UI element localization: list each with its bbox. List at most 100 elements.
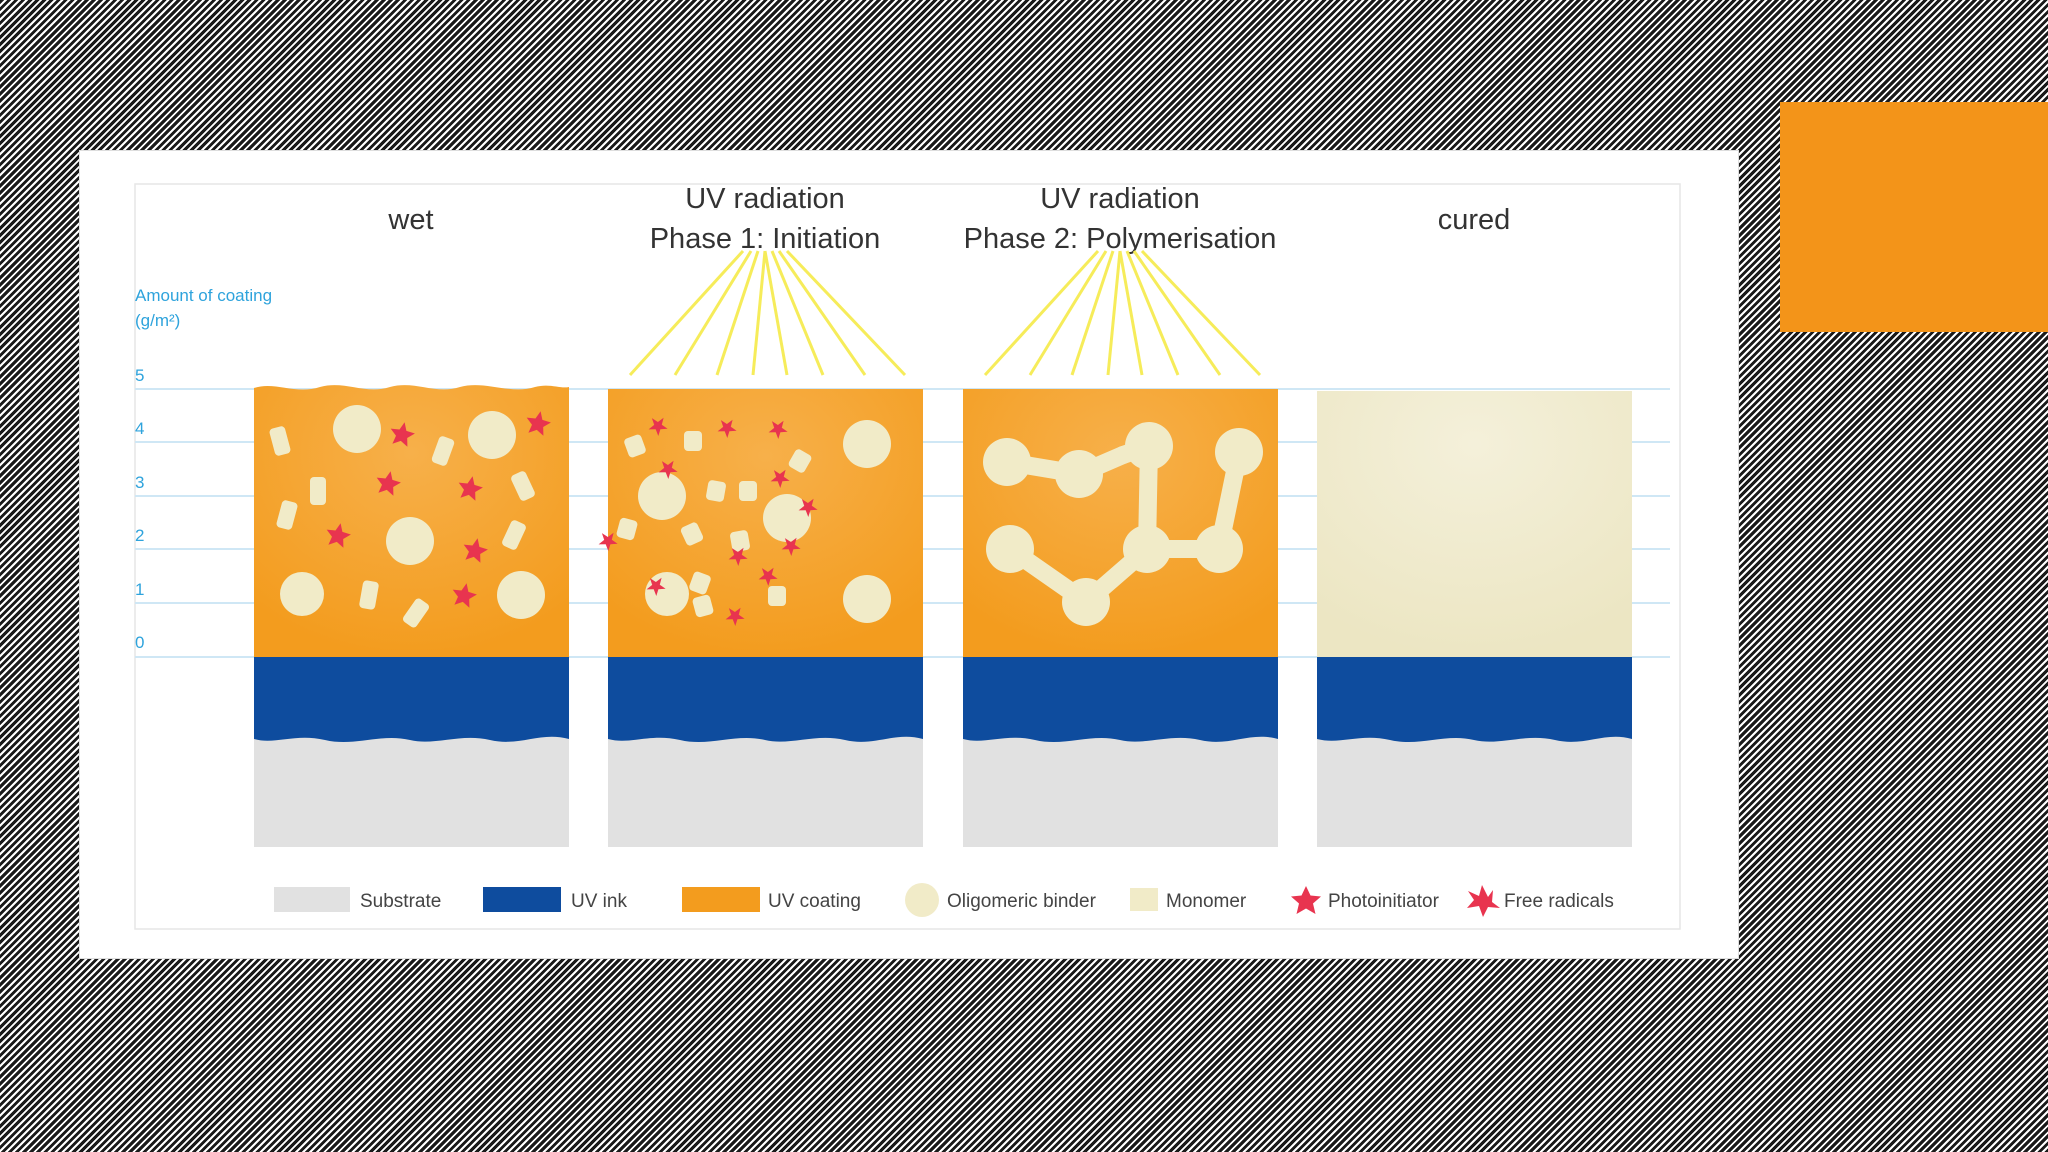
oligomeric-binder [843,420,891,468]
substrate-layer [1317,735,1632,847]
monomer [616,517,638,541]
monomer [502,520,526,550]
uv-ray [1132,250,1222,376]
legend: Substrate UV ink UV coating Oligomeric b… [274,883,1614,917]
inner-frame [134,183,1681,930]
monomer [276,500,298,530]
legend-swatch-substrate [274,887,350,912]
monomer [624,434,646,458]
substrate-layer [608,735,923,847]
ink-layer [608,657,923,743]
monomer [739,481,757,501]
tick-label: 5 [135,366,144,385]
monomer [269,426,291,456]
legend-swatch-uv-ink [483,887,561,912]
legend-label-monomer: Monomer [1166,891,1247,912]
panel-cured [1317,391,1632,847]
legend-icon-oligomeric-binder [905,883,939,917]
uv-ray [785,249,907,377]
legend-icon-free-radicals [1467,885,1500,917]
uv-ray [1140,249,1262,377]
oligomeric-binder [386,517,434,565]
monomer [730,530,750,552]
legend-label-uv-ink: UV ink [571,891,627,912]
free-radical [728,547,748,566]
ink-layer [963,657,1278,743]
monomer [431,436,455,466]
axis-title-line2: (g/m²) [135,311,180,330]
tick-label: 4 [135,419,144,438]
polymer-node [983,438,1031,486]
free-radical [598,532,618,551]
uv-ray [1070,250,1115,376]
legend-label-photoinitiator: Photoinitiator [1328,891,1440,912]
free-radical [758,567,778,586]
monomer [511,471,535,501]
free-radical [717,419,737,438]
photoinitiator [526,411,551,436]
cured-coating-layer [1317,391,1632,657]
free-radical [798,498,818,517]
monomer [689,571,711,595]
ink-layer [254,657,569,743]
polymer-node [986,525,1034,573]
photoinitiator [463,538,488,563]
oligomeric-binder [763,494,811,542]
uv-ray [715,250,760,376]
monomer [680,522,704,546]
diagram-slide: Amount of coating (g/m²) 5 4 3 2 1 0 wet… [80,151,1738,958]
panel-title-initiation-line2: Phase 1: Initiation [650,223,881,255]
uv-ray [1125,250,1180,376]
uv-ray [628,249,745,377]
substrate-layer [963,735,1278,847]
photoinitiator [376,471,401,496]
polymer-node [1062,578,1110,626]
panel-title-cured: cured [1438,204,1511,236]
initiation-particles [598,417,891,626]
oligomeric-binder [843,575,891,623]
free-radical [646,577,666,596]
panel-title-polymerisation-line2: Phase 2: Polymerisation [964,223,1277,255]
free-radical [725,607,745,626]
free-radical [648,417,668,436]
photoinitiator [452,583,477,608]
uv-ray [1106,250,1122,376]
orange-accent-block [1780,102,2048,332]
axis-title-line1: Amount of coating [135,286,272,305]
photoinitiator [390,422,415,447]
legend-swatch-monomer [1130,888,1158,911]
tick-label: 2 [135,526,144,545]
monomer [310,477,326,505]
free-radical [658,460,678,479]
uv-rays-initiation [628,249,907,377]
photoinitiator [458,476,483,501]
monomer [768,586,786,606]
monomer [402,598,430,628]
uv-ray [751,250,767,376]
uv-rays-polymerisation [983,249,1262,377]
legend-label-uv-coating: UV coating [768,891,861,912]
oligomeric-binder [468,411,516,459]
oligomeric-binder [333,405,381,453]
monomer [788,449,812,473]
polymer-node [1125,422,1173,470]
wet-particles [269,405,551,628]
uv-ray [1118,250,1144,376]
panel-title-polymerisation-line1: UV radiation [1040,183,1200,215]
uv-curing-diagram: Amount of coating (g/m²) 5 4 3 2 1 0 wet… [134,183,1681,930]
oligomeric-binder [645,572,689,616]
monomer [692,594,714,618]
legend-label-free-radicals: Free radicals [1504,891,1614,912]
uv-ray [673,250,753,376]
legend-swatch-uv-coating [682,887,760,912]
panel-title-initiation-line1: UV radiation [685,183,845,215]
monomer [684,431,702,451]
polymer-chain [983,422,1263,626]
oligomeric-binder [497,571,545,619]
free-radical [768,420,788,439]
polymer-node [1195,525,1243,573]
photoinitiator [326,523,351,548]
panel-wet [254,385,569,847]
polymer-node [1055,450,1103,498]
monomer [706,480,726,502]
